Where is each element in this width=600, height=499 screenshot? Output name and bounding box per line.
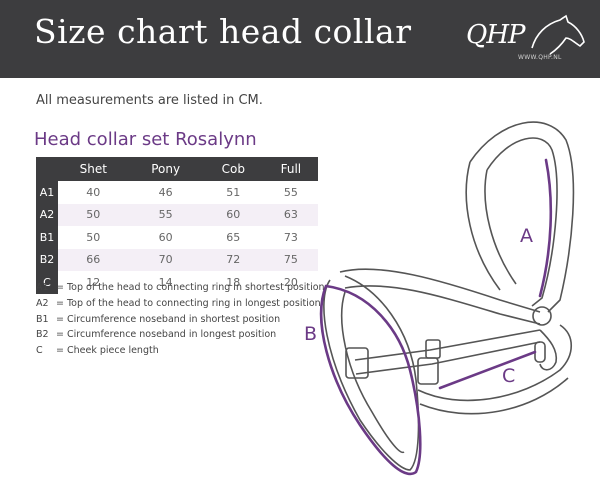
row-key: A1 (36, 181, 58, 204)
table-cell: 60 (158, 230, 173, 244)
legend-item: A2 = Top of the head to connecting ring i… (36, 296, 325, 312)
table-cell: 75 (263, 248, 318, 271)
row-key: A2 (36, 203, 58, 226)
measure-line-a (538, 158, 553, 298)
table-cell: 72 (202, 248, 264, 271)
legend-key: C (36, 345, 43, 357)
table-row: B2 66 70 72 75 (36, 248, 318, 271)
head-collar-illustration: A B C (304, 121, 575, 476)
size-table: Shet Pony Cob Full A1 40 46 51 55 A2 50 … (36, 157, 318, 294)
legend-key: B2 (36, 329, 49, 341)
table-row: B1 50 60 65 73 (36, 226, 318, 249)
measure-line-b (319, 284, 422, 476)
legend-text: = Top of the head to connecting ring in … (56, 297, 321, 309)
table-cell: 50 (86, 230, 101, 244)
logo-url: WWW.QHP.NL (518, 54, 562, 61)
table-cell: 73 (283, 230, 298, 244)
table-cell: 20 (283, 275, 298, 289)
legend-key: B1 (36, 313, 49, 325)
table-cell: 60 (202, 203, 264, 226)
intro-text: All measurements are listed in CM. (36, 93, 263, 108)
table-header-cell: Full (263, 157, 318, 181)
legend-item: B1 = Circumference noseband in shortest p… (36, 312, 325, 328)
horse-head-icon (531, 14, 585, 55)
table-cell: 55 (283, 185, 298, 199)
table-cell: 46 (158, 185, 173, 199)
table-cell: 65 (226, 230, 241, 244)
diagram-label-c: C (502, 365, 515, 387)
diagram-label-a: A (520, 225, 533, 247)
table-cell: 70 (128, 248, 203, 271)
table-header-cell: Shet (58, 157, 129, 181)
table-cell: 66 (58, 248, 129, 271)
header-banner: Size chart head collar QHP WWW.QHP.NL (0, 0, 600, 78)
table-cell: 51 (226, 185, 241, 199)
table-cell: 40 (86, 185, 101, 199)
legend-item: A1 = Top of the head to connecting ring i… (36, 280, 325, 296)
legend-item: C = Cheek piece length (36, 343, 325, 359)
table-header-cell (36, 157, 58, 181)
legend-text: = Circumference noseband in longest posi… (56, 329, 277, 341)
legend-text: = Top of the head to connecting ring in … (56, 282, 325, 293)
table-cell: 18 (226, 275, 241, 289)
table-row: A2 50 55 60 63 (36, 203, 318, 226)
page-title: Size chart head collar (34, 12, 412, 51)
measurement-legend: A1 = Top of the head to connecting ring i… (36, 280, 325, 359)
section-title: Head collar set Rosalynn (34, 129, 257, 150)
legend-text: = Cheek piece length (56, 345, 159, 357)
legend-key: A1 (36, 282, 49, 293)
table-header-cell: Pony (128, 157, 203, 181)
legend-item: B2 = Circumference noseband in longest po… (36, 327, 325, 343)
row-key: B1 (36, 226, 58, 249)
table-cell: 14 (158, 275, 173, 289)
table-header-cell: Cob (202, 157, 264, 181)
table-cell: 50 (58, 203, 129, 226)
measure-line-c (438, 350, 537, 390)
row-key: C (36, 271, 58, 294)
row-key: B2 (36, 248, 58, 271)
table-header-row: Shet Pony Cob Full (36, 157, 318, 181)
legend-key: A2 (36, 297, 49, 309)
table-row: C 12 14 18 20 (36, 271, 318, 294)
table-row: A1 40 46 51 55 (36, 181, 318, 204)
table-cell: 55 (128, 203, 203, 226)
qhp-logo: QHP WWW.QHP.NL (466, 14, 586, 74)
diagram-label-b: B (304, 323, 317, 345)
logo-text: QHP (466, 20, 525, 50)
table-cell: 63 (263, 203, 318, 226)
table-cell: 12 (86, 275, 101, 289)
legend-text: = Circumference noseband in shortest pos… (56, 313, 281, 325)
